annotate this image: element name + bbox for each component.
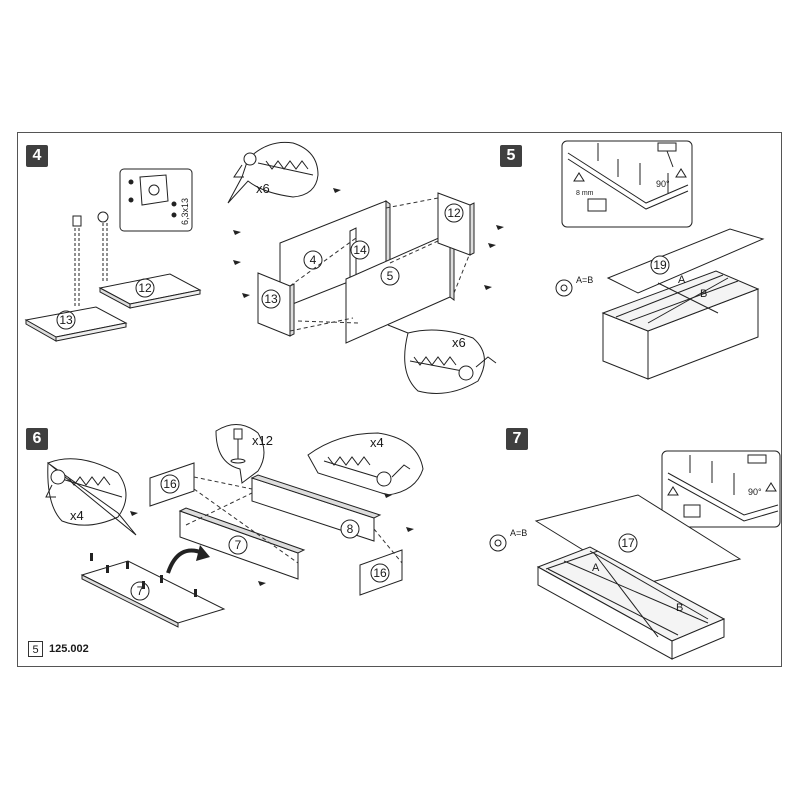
screw-size-label: 6,3x13 bbox=[180, 198, 190, 225]
tape-measure-icon bbox=[555, 279, 573, 297]
part-label-13: 13 bbox=[59, 313, 73, 327]
flip-arrow-icon bbox=[166, 548, 204, 574]
step-badge-5: 5 bbox=[500, 145, 522, 167]
step4-group: 13 12 6,3x13 bbox=[24, 141, 504, 394]
measure-label-7: A=B bbox=[510, 528, 527, 538]
step-badge-7: 7 bbox=[506, 428, 528, 450]
diag-label-a-5: A bbox=[678, 274, 686, 286]
page-number: 5 bbox=[28, 641, 43, 657]
nail-detail-box bbox=[561, 140, 693, 228]
cam-bubble-left bbox=[46, 458, 137, 536]
qty-label-x4-left: x4 bbox=[70, 508, 84, 523]
qty-label-x6-top: x6 bbox=[256, 181, 270, 196]
step-badge-6: 6 bbox=[26, 428, 48, 450]
tape-measure-icon-7 bbox=[489, 534, 507, 552]
diag-label-b-5: B bbox=[700, 288, 707, 300]
part-label-7-long: 7 bbox=[235, 538, 242, 552]
step-badge-4: 4 bbox=[26, 145, 48, 167]
part-label-17: 17 bbox=[621, 536, 635, 550]
diag-label-a-7: A bbox=[592, 562, 600, 574]
part-label-8: 8 bbox=[347, 522, 354, 536]
dowel-bubble bbox=[215, 424, 265, 484]
qty-label-x6-bottom: x6 bbox=[452, 335, 466, 350]
part-label-19: 19 bbox=[653, 258, 667, 272]
part-label-16-right: 16 bbox=[373, 566, 387, 580]
instruction-sheet: 4 5 6 7 13 12 bbox=[17, 132, 782, 667]
part-label-12: 12 bbox=[138, 281, 152, 295]
angle-label-7: 90° bbox=[748, 487, 762, 497]
step5-group: 8 mm 90° 19 A B A=B bbox=[555, 140, 765, 380]
diag-label-b-7: B bbox=[676, 602, 683, 614]
svg-text:8 mm: 8 mm bbox=[576, 190, 594, 197]
step7-group: 90° 17 A B A=B bbox=[489, 450, 781, 660]
part-label-16-left: 16 bbox=[163, 477, 177, 491]
step6-group: x4 x12 x4 16 7 bbox=[45, 424, 424, 628]
part-label-7-base: 7 bbox=[137, 584, 144, 598]
part-label-4: 4 bbox=[310, 253, 317, 267]
measure-label-5: A=B bbox=[576, 275, 593, 285]
assembly-drawing: 13 12 6,3x13 bbox=[24, 140, 781, 660]
document-code: 125.002 bbox=[49, 643, 89, 655]
angle-label-5: 90° bbox=[656, 179, 670, 189]
part-label-12-side: 12 bbox=[447, 206, 461, 220]
part-label-5: 5 bbox=[387, 269, 394, 283]
qty-label-x4-right: x4 bbox=[370, 435, 384, 450]
part-label-13-side: 13 bbox=[264, 292, 278, 306]
part-label-14: 14 bbox=[353, 243, 367, 257]
cam-bubble-right bbox=[307, 432, 424, 496]
qty-label-x12: x12 bbox=[252, 433, 273, 448]
panel-19 bbox=[606, 228, 765, 294]
